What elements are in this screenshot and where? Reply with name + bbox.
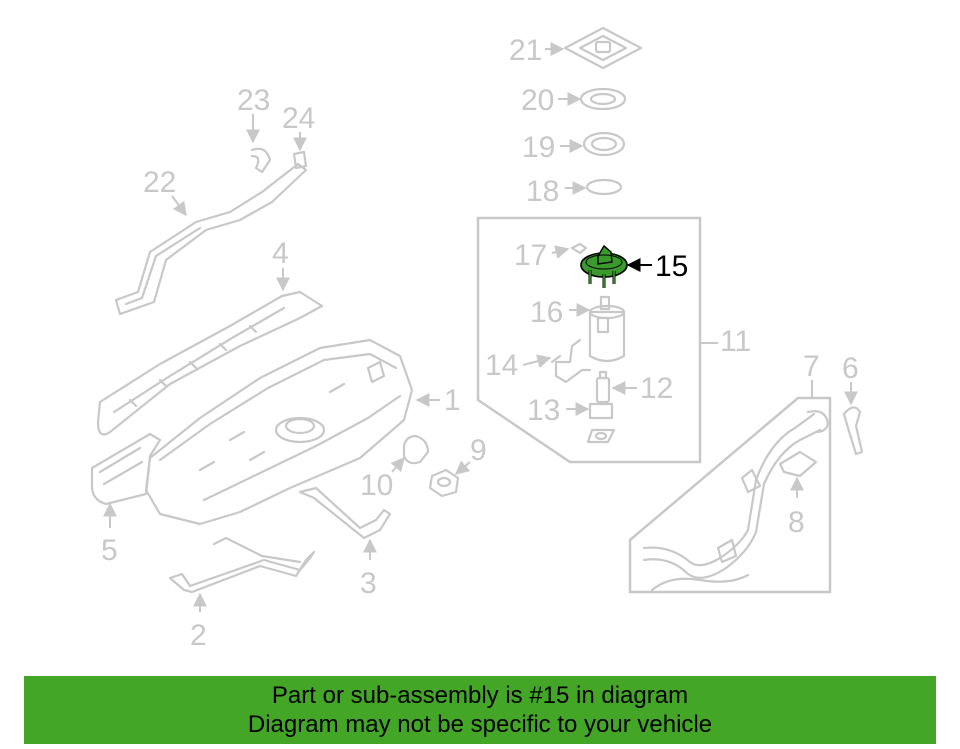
part-8-bracket <box>778 450 818 478</box>
callout-11: 11 <box>720 325 751 358</box>
part-1-fuel-tank <box>144 338 414 526</box>
callout-7: 7 <box>803 350 820 383</box>
callout-8: 8 <box>788 506 805 539</box>
callout-2: 2 <box>190 619 207 652</box>
callout-14: 14 <box>485 349 518 382</box>
part-7-filler-neck <box>642 410 830 592</box>
callout-23: 23 <box>237 84 270 117</box>
callout-22: 22 <box>143 166 176 199</box>
callout-19: 19 <box>522 131 555 164</box>
part-3-strap <box>298 486 392 540</box>
callout-6: 6 <box>842 352 859 385</box>
part-2-strap <box>168 536 316 594</box>
part-13-sender <box>586 402 616 444</box>
group-box-11 <box>476 216 702 464</box>
callout-15: 15 <box>655 250 688 283</box>
banner-line-1: Part or sub-assembly is #15 in diagram <box>271 682 689 709</box>
callout-20: 20 <box>521 84 554 117</box>
part-9-valve <box>428 468 460 498</box>
callout-21: 21 <box>509 34 542 67</box>
callout-18: 18 <box>526 175 559 208</box>
banner-line-2: Diagram may not be specific to your vehi… <box>247 711 713 738</box>
callout-13: 13 <box>527 394 560 427</box>
callout-10: 10 <box>360 469 393 502</box>
part-24-clip <box>292 150 308 170</box>
callout-3: 3 <box>360 567 377 600</box>
callout-5: 5 <box>101 534 118 567</box>
part-10-cap <box>402 434 430 465</box>
part-5-under-shield <box>90 432 162 506</box>
part-17-clip <box>570 242 588 255</box>
callout-12: 12 <box>640 372 673 405</box>
callout-1: 1 <box>444 384 461 417</box>
part-20-seal <box>579 87 627 111</box>
callout-24: 24 <box>282 102 315 135</box>
part-18-oring <box>585 178 623 196</box>
callout-17: 17 <box>514 239 547 272</box>
part-23-hose <box>250 147 272 174</box>
callout-9: 9 <box>470 434 487 467</box>
part-16-fuel-pump <box>588 295 626 363</box>
part-21-plate <box>563 26 643 70</box>
callout-16: 16 <box>530 296 563 329</box>
part-15-pump-cap <box>580 244 628 288</box>
info-banner: Part or sub-assembly is #15 in diagram D… <box>24 676 936 744</box>
part-12-filter <box>595 370 611 404</box>
parts-diagram: 21 20 19 18 11 17 15 <box>90 26 864 652</box>
part-22-pipe-guard <box>114 162 308 316</box>
callout-4: 4 <box>272 237 289 270</box>
part-6-clamp <box>842 406 864 456</box>
group-box-7 <box>628 396 832 594</box>
part-4-heat-shield <box>96 290 324 436</box>
part-14-bracket <box>550 338 592 384</box>
part-19-ring <box>582 131 626 157</box>
